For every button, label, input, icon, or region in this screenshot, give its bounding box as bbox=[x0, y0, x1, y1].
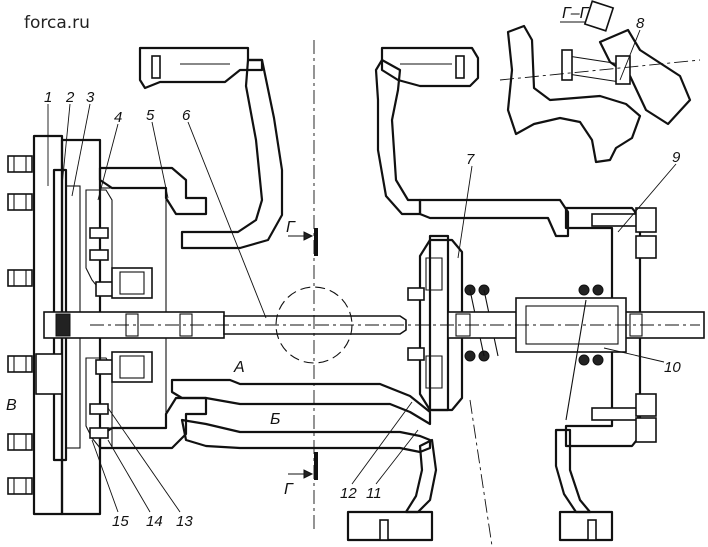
part-label-8: 8 bbox=[636, 15, 645, 32]
left-cover-bolts bbox=[7, 155, 33, 495]
top-flange-bolts bbox=[151, 55, 465, 79]
part-label-6: 6 bbox=[182, 107, 191, 124]
watermark-text: forca.ru bbox=[24, 13, 90, 33]
inset-section-title: Г–Г bbox=[562, 5, 590, 22]
part-label-4: 4 bbox=[114, 109, 122, 126]
zone-label-b: Б bbox=[270, 411, 280, 428]
inset-section-view: Г–Г bbox=[499, 0, 701, 164]
section-marker-top: Г bbox=[286, 219, 318, 256]
part-label-14: 14 bbox=[146, 513, 163, 530]
section-marker-bottom: Г bbox=[284, 452, 318, 498]
bottom-flange-bolts bbox=[379, 519, 597, 541]
part-label-1: 1 bbox=[44, 89, 52, 106]
leader-lines bbox=[47, 29, 677, 513]
part-label-9: 9 bbox=[672, 149, 681, 166]
right-cover-bolts bbox=[591, 207, 657, 443]
center-axes bbox=[90, 40, 700, 547]
part-label-10: 10 bbox=[664, 359, 681, 376]
part-number-labels: 1 2 3 4 5 6 7 9 8 10 15 14 13 12 11 bbox=[44, 15, 681, 530]
part-label-3: 3 bbox=[86, 89, 95, 106]
part-label-13: 13 bbox=[176, 513, 193, 530]
part-label-15: 15 bbox=[112, 513, 129, 530]
valve-body-casting bbox=[98, 46, 642, 542]
section-mark-top-label: Г bbox=[286, 219, 296, 236]
zone-labels: А Б В bbox=[6, 359, 280, 428]
part-label-11: 11 bbox=[366, 485, 382, 502]
zone-label-v: В bbox=[6, 397, 17, 414]
part-label-5: 5 bbox=[146, 107, 155, 124]
part-label-7: 7 bbox=[466, 151, 475, 168]
left-actuator-internals bbox=[85, 187, 167, 449]
part-label-2: 2 bbox=[65, 89, 75, 106]
section-mark-bottom-label: Г bbox=[284, 481, 294, 498]
part-label-12: 12 bbox=[340, 485, 357, 502]
zone-label-a: А bbox=[233, 359, 245, 376]
